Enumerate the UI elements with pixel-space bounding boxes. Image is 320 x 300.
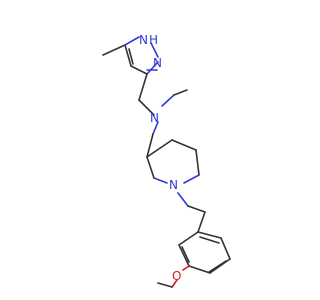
- atom-label-o-ether: O: [172, 269, 181, 283]
- bond-p6-n: [183, 174, 200, 184]
- bond-n-ch2: [152, 121, 159, 135]
- bond-c5-c4: [124, 44, 132, 67]
- bond-o-methyl-end: [157, 282, 173, 288]
- bond-ch2-ring: [146, 133, 154, 158]
- bond-n-methyl: [161, 94, 175, 107]
- bond-p2-p3: [146, 156, 155, 179]
- bond-p3-p4: [146, 139, 173, 158]
- atom-label-n-pyrazole: N: [153, 56, 162, 70]
- amine-linker: [138, 73, 188, 158]
- bond-p5-p6: [195, 149, 200, 176]
- atom-label-n-nh: N: [139, 33, 148, 47]
- bond-c5-methyl: [102, 44, 126, 56]
- bond-b1-b2-inner: [199, 236, 220, 244]
- bond-b5-b6-inner: [181, 246, 190, 263]
- bond-b3-b4: [209, 258, 231, 274]
- bond-ch2-n: [138, 99, 155, 116]
- bond-c3-ch2: [138, 73, 148, 101]
- bond-b4-b5: [188, 265, 211, 274]
- bond-n-ch2a: [177, 192, 189, 207]
- benzene-ring: [178, 231, 231, 274]
- atom-label-n-amine: N: [150, 111, 159, 125]
- bond-o-methyl: [171, 279, 178, 288]
- bond-aryl-o: [182, 265, 190, 271]
- ethyl-linker: [177, 192, 206, 233]
- atom-label-n-piperidine: N: [169, 178, 178, 192]
- bond-methyl-end: [173, 89, 188, 96]
- bond-n-p2: [153, 177, 168, 184]
- bond-ch2b-aryl: [197, 211, 206, 233]
- methoxy-group: [157, 265, 190, 288]
- pyrazole-ring: [102, 36, 159, 75]
- bond-b5-b6: [178, 244, 190, 267]
- bond-p4-p5: [171, 139, 197, 151]
- bond-c5-c4-double: [128, 48, 134, 65]
- bond-c4-c3: [130, 65, 148, 75]
- bond-c3-n2: [146, 61, 159, 75]
- bond-ch2a-ch2b: [187, 205, 206, 213]
- atom-label-h: H: [149, 33, 158, 47]
- bond-b3-b4-inner: [208, 260, 227, 273]
- bond-b2-b3: [220, 237, 231, 260]
- piperidine-ring: [146, 139, 200, 184]
- structure-diagram: N H N N N O: [102, 33, 231, 288]
- bond-b6-b1: [178, 231, 199, 246]
- bond-c5-n1: [124, 36, 140, 46]
- bond-n1-n2: [150, 42, 159, 58]
- bond-b1-b2: [197, 231, 222, 239]
